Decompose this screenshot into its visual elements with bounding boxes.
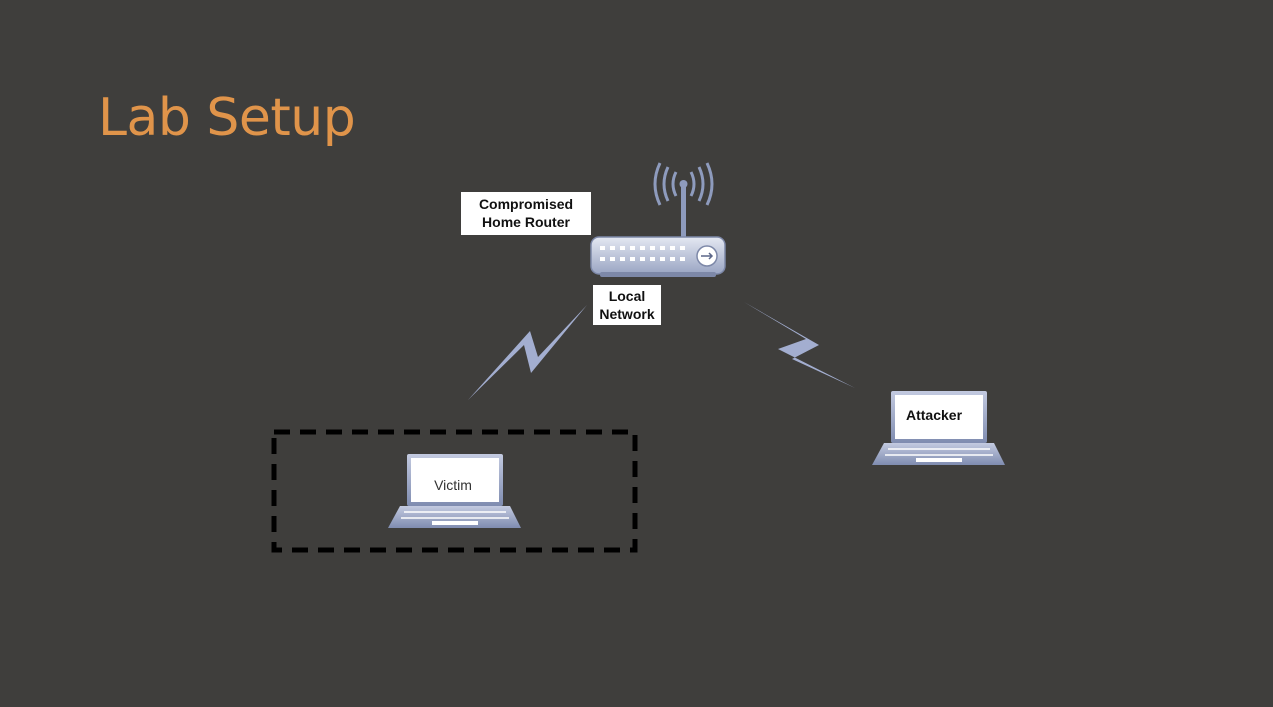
attacker-label: Attacker: [906, 407, 963, 423]
router-label-box: [461, 192, 591, 235]
router-label-line2: Home Router: [482, 214, 570, 230]
network-label-line1: Local: [609, 288, 646, 304]
laptop-icon: [872, 391, 1005, 465]
router-label-line1: Compromised: [479, 196, 573, 212]
laptop-icon: [388, 454, 521, 528]
lightning-icon: [468, 305, 587, 400]
antenna-icon: [653, 162, 714, 238]
network-label: Local Network: [593, 285, 661, 325]
router-icon: [590, 236, 726, 277]
network-label-box: [593, 285, 661, 325]
victim-highlight-box: [271, 429, 638, 553]
victim-label: Victim: [434, 477, 472, 493]
router-label: Compromised Home Router: [461, 192, 591, 235]
slide-title: Lab Setup: [98, 88, 356, 148]
network-label-line2: Network: [599, 306, 654, 322]
attacker-laptop: Attacker: [872, 391, 1005, 465]
victim-laptop: Victim: [388, 454, 521, 528]
lightning-icon: [744, 302, 855, 388]
